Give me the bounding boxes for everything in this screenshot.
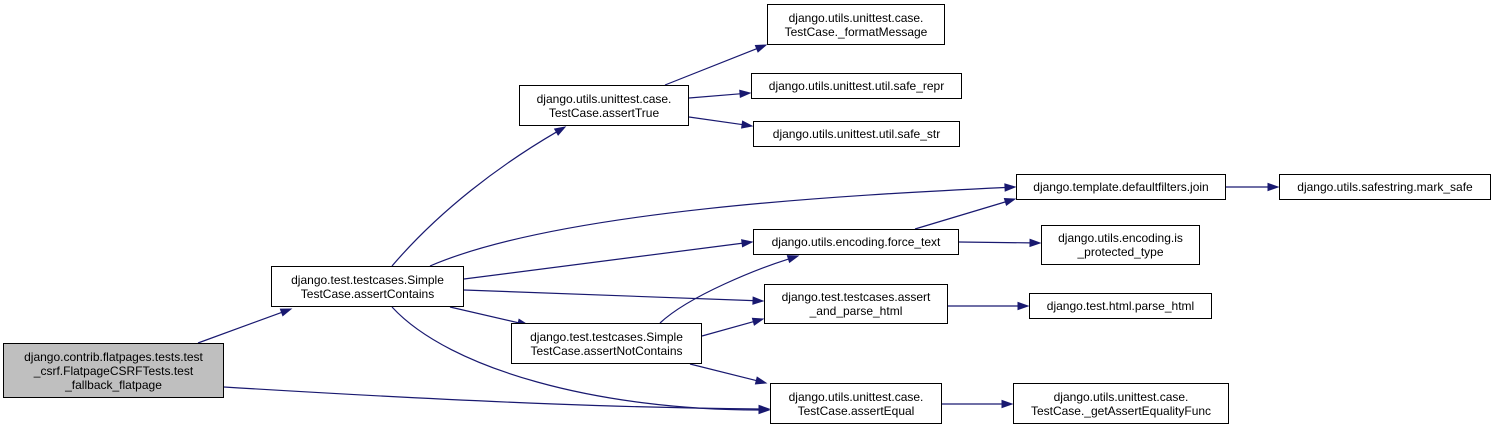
edge-assertTrue-to-safeRepr xyxy=(688,93,741,99)
node-label-line: django.utils.unittest.case. xyxy=(788,10,924,25)
node-label-line: django.test.testcases.assert xyxy=(781,290,931,304)
node-label-line: django.test.testcases.Simple xyxy=(291,272,444,287)
node-label-line: TestCase._getAssertEqualityFunc xyxy=(1030,403,1212,418)
edge-arrowhead xyxy=(553,126,567,136)
node-label-line: _fallback_flatpage xyxy=(65,377,162,392)
node-testcase-format-message[interactable]: django.utils.unittest.case. TestCase._fo… xyxy=(767,4,945,45)
node-label-line: django.utils.unittest.util.safe_repr xyxy=(768,79,945,93)
edge-forceText-to-join xyxy=(914,201,1006,230)
node-label-line: django.utils.safestring.mark_safe xyxy=(1297,180,1473,194)
edge-assertContains-to-forceText xyxy=(463,242,743,280)
node-label-line: TestCase.assertTrue xyxy=(548,105,660,120)
node-label-line: django.utils.unittest.case. xyxy=(788,389,924,404)
node-defaultfilters-join[interactable]: django.template.defaultfilters.join xyxy=(1016,174,1226,200)
node-label-line: django.test.html.parse_html xyxy=(1046,299,1195,313)
edge-arrowhead xyxy=(1017,301,1030,311)
node-testcase-assert-true[interactable]: django.utils.unittest.case. TestCase.ass… xyxy=(519,85,689,126)
node-label-line: TestCase.assertNotContains xyxy=(530,343,683,358)
edge-arrowhead xyxy=(279,308,293,317)
node-label-line: django.utils.encoding.force_text xyxy=(771,235,941,249)
edge-arrowhead xyxy=(1001,399,1014,409)
node-testcase-get-assert-equality-func[interactable]: django.utils.unittest.case. TestCase._ge… xyxy=(1013,383,1229,424)
node-util-safe-str[interactable]: django.utils.unittest.util.safe_str xyxy=(753,121,960,147)
edge-assertNotContains-to-assertAndParse xyxy=(701,321,754,337)
edge-assertNotContains-to-forceText xyxy=(659,258,789,324)
edge-assertContains-to-assertEqual xyxy=(391,306,760,411)
node-testcases-assert-and-parse-html[interactable]: django.test.testcases.assert _and_parse_… xyxy=(764,284,948,324)
node-simple-testcase-assert-contains[interactable]: django.test.testcases.Simple TestCase.as… xyxy=(271,266,464,307)
edge-assertTrue-to-formatMessage xyxy=(664,48,757,86)
edge-root-to-assertContains xyxy=(197,311,282,344)
edge-arrowhead xyxy=(754,44,768,53)
edge-arrowhead xyxy=(786,255,800,264)
edge-arrowhead xyxy=(754,376,768,385)
edge-assertContains-to-assertNotContains xyxy=(449,306,519,324)
edge-arrowhead xyxy=(741,239,754,248)
node-label-line: django.utils.unittest.util.safe_str xyxy=(772,127,941,141)
node-label-line: _csrf.FlatpageCSRFTests.test xyxy=(33,363,194,378)
node-label-line: django.utils.encoding.is xyxy=(1058,231,1183,245)
node-label-line: django.test.testcases.Simple xyxy=(530,329,683,344)
edge-arrowhead xyxy=(1267,182,1280,192)
edge-arrowhead xyxy=(741,120,754,129)
node-label-line: _and_parse_html xyxy=(809,304,903,318)
node-label-line: TestCase.assertEqual xyxy=(797,403,915,418)
edge-arrowhead xyxy=(739,89,752,99)
edge-arrowhead xyxy=(752,296,765,305)
node-label-line: django.template.defaultfilters.join xyxy=(1033,180,1209,194)
node-util-safe-repr[interactable]: django.utils.unittest.util.safe_repr xyxy=(751,73,962,99)
node-html-parse-html[interactable]: django.test.html.parse_html xyxy=(1029,293,1212,319)
node-label-line: django.utils.unittest.case. xyxy=(536,91,672,106)
edge-arrowhead xyxy=(758,405,771,415)
edge-assertContains-to-join xyxy=(429,186,1006,267)
edge-arrowhead xyxy=(1003,197,1017,207)
edge-root-to-assertEqual xyxy=(223,386,760,410)
node-label-line: django.utils.unittest.case. xyxy=(1053,389,1189,404)
edge-assertNotContains-to-assertEqual xyxy=(689,363,757,382)
node-encoding-force-text[interactable]: django.utils.encoding.force_text xyxy=(753,229,959,255)
node-label-line: django.contrib.flatpages.tests.test xyxy=(24,349,203,364)
node-label-line: _protected_type xyxy=(1077,245,1164,259)
node-encoding-is-protected-type[interactable]: django.utils.encoding.is _protected_type xyxy=(1041,225,1200,265)
node-test-fallback-flatpage: django.contrib.flatpages.tests.test _csr… xyxy=(3,343,224,398)
edge-assertTrue-to-safeStr xyxy=(688,116,743,126)
edge-assertContains-to-assertAndParse xyxy=(463,289,754,302)
edge-forceText-to-isProtected xyxy=(958,241,1031,244)
edge-arrowhead xyxy=(1029,238,1042,248)
edge-arrowhead xyxy=(751,317,765,326)
node-testcase-assert-equal[interactable]: django.utils.unittest.case. TestCase.ass… xyxy=(770,383,942,424)
node-simple-testcase-assert-not-contains[interactable]: django.test.testcases.Simple TestCase.as… xyxy=(511,323,702,364)
node-safestring-mark-safe[interactable]: django.utils.safestring.mark_safe xyxy=(1279,174,1491,200)
node-label-line: TestCase.assertContains xyxy=(300,286,435,301)
node-label-line: TestCase._formatMessage xyxy=(784,24,928,39)
edge-arrowhead xyxy=(1004,183,1017,192)
edge-assertContains-to-assertTrue xyxy=(391,131,557,267)
